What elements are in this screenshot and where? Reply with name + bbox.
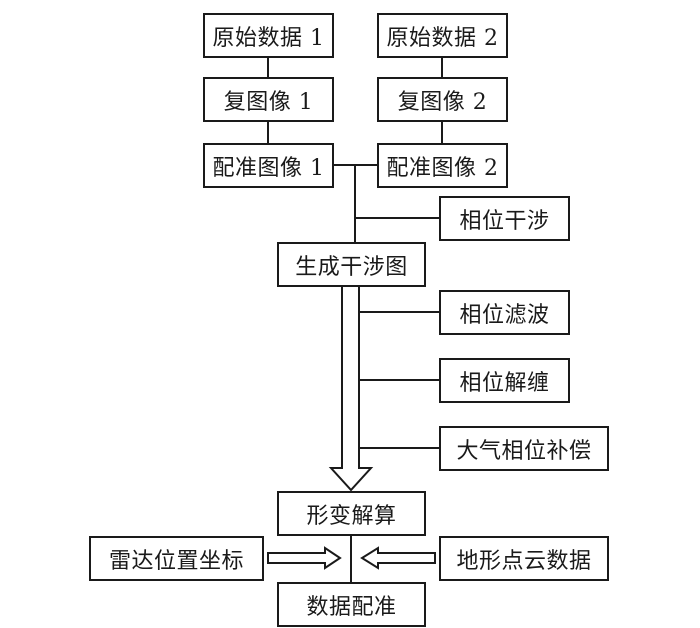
node-phase-filter: 相位滤波 — [439, 290, 570, 335]
node-phase-interference: 相位干涉 — [439, 196, 570, 241]
node-registered-image-1: 配准图像 1 — [203, 143, 334, 188]
node-label: 生成干涉图 — [295, 254, 408, 280]
node-label: 配准图像 1 — [212, 155, 325, 181]
node-label: 原始数据 1 — [212, 25, 325, 51]
node-label: 配准图像 2 — [386, 155, 499, 181]
node-terrain-point-cloud: 地形点云数据 — [439, 536, 609, 581]
node-complex-image-2: 复图像 2 — [377, 77, 508, 122]
node-label: 相位干涉 — [459, 208, 550, 234]
node-label: 地形点云数据 — [456, 548, 592, 574]
node-label: 相位滤波 — [459, 302, 550, 328]
node-label: 原始数据 2 — [386, 25, 499, 51]
node-label: 数据配准 — [306, 594, 397, 620]
node-generate-interferogram: 生成干涉图 — [277, 242, 426, 287]
node-raw-data-2: 原始数据 2 — [377, 13, 508, 58]
hollow-right-arrow — [267, 546, 342, 570]
node-label: 大气相位补偿 — [456, 438, 592, 464]
node-atmospheric-compensation: 大气相位补偿 — [439, 426, 609, 471]
node-raw-data-1: 原始数据 1 — [203, 13, 334, 58]
hollow-down-arrow — [328, 286, 374, 492]
node-deformation-solve: 形变解算 — [277, 491, 426, 536]
node-label: 复图像 1 — [223, 89, 314, 115]
node-radar-position: 雷达位置坐标 — [89, 536, 264, 581]
node-phase-unwrap: 相位解缠 — [439, 358, 570, 403]
node-registered-image-2: 配准图像 2 — [377, 143, 508, 188]
node-label: 复图像 2 — [397, 89, 488, 115]
node-label: 雷达位置坐标 — [108, 548, 244, 574]
node-data-registration: 数据配准 — [277, 582, 426, 627]
hollow-left-arrow — [360, 546, 436, 570]
node-complex-image-1: 复图像 1 — [203, 77, 334, 122]
node-label: 形变解算 — [306, 503, 397, 529]
node-label: 相位解缠 — [459, 370, 550, 396]
